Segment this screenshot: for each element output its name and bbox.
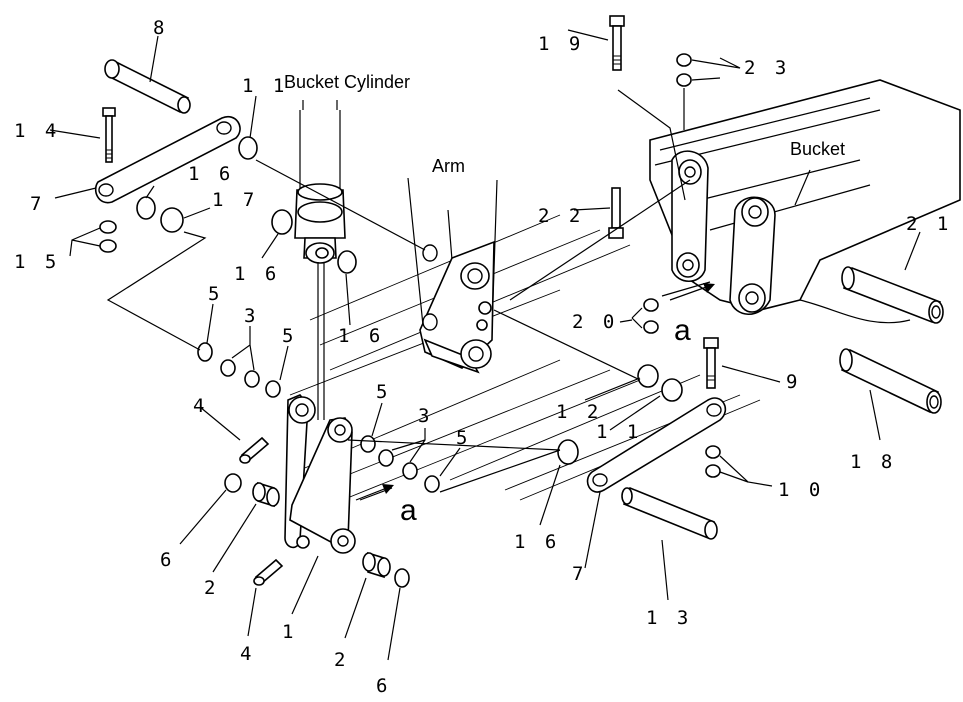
seals-and-bushings <box>197 342 440 493</box>
callout-9: 9 <box>786 371 801 393</box>
ref-marker-a-left: a <box>400 494 417 527</box>
leader-lines <box>49 29 921 661</box>
bushings-lower <box>224 473 410 588</box>
pin-8 <box>104 59 191 114</box>
arm <box>407 177 498 374</box>
callout-18: 1 8 <box>850 451 896 473</box>
grease-fittings <box>239 436 284 586</box>
nuts-15 <box>99 220 117 253</box>
washers-left <box>136 136 357 274</box>
pin-13 <box>621 486 718 540</box>
callout-13: 1 3 <box>646 607 692 629</box>
callout-5-a: 5 <box>208 283 223 305</box>
ref-marker-a-right: a <box>674 314 691 347</box>
callout-23: 2 3 <box>744 57 790 79</box>
callout-22: 2 2 <box>538 205 584 227</box>
bucket-cylinder <box>294 100 346 420</box>
callout-10: 1 0 <box>778 479 824 501</box>
callout-2-b: 2 <box>334 649 349 671</box>
callout-16-d: 1 6 <box>514 531 560 553</box>
label-bucket-cylinder: Bucket Cylinder <box>284 72 410 92</box>
callout-6-a: 6 <box>160 549 175 571</box>
link-upper-left <box>94 115 241 204</box>
callout-3-b: 3 <box>418 405 433 427</box>
callout-7-lower: 7 <box>572 563 587 585</box>
reference-arrows <box>355 283 715 501</box>
nuts-10 <box>705 445 721 478</box>
bolt-19 <box>609 15 625 71</box>
callout-3-a: 3 <box>244 305 259 327</box>
callout-5-b: 5 <box>282 325 297 347</box>
callout-16-b: 1 6 <box>234 263 280 285</box>
callout-7-upper: 7 <box>30 193 45 215</box>
washers-right <box>557 364 683 465</box>
nuts-20 <box>643 298 659 334</box>
pin-18 <box>839 348 942 414</box>
callout-4-a: 4 <box>193 395 208 417</box>
callout-5-c: 5 <box>376 381 391 403</box>
callout-11-a: 1 1 <box>242 75 288 97</box>
pin-21 <box>841 266 944 324</box>
label-arm: Arm <box>432 156 465 176</box>
callout-4-b: 4 <box>240 643 255 665</box>
callout-19: 1 9 <box>538 33 584 55</box>
link-lower-right <box>586 397 726 493</box>
link-1 <box>284 394 356 554</box>
bolt-14 <box>102 107 116 163</box>
bolt-9 <box>703 337 719 389</box>
bolt-22 <box>608 187 624 239</box>
callout-17: 1 7 <box>212 189 258 211</box>
callout-12: 1 2 <box>556 401 602 423</box>
callout-2-a: 2 <box>204 577 219 599</box>
callout-16-a: 1 6 <box>188 163 234 185</box>
callout-15: 1 5 <box>14 251 60 273</box>
callout-14: 1 4 <box>14 120 60 142</box>
callout-21: 2 1 <box>906 213 952 235</box>
callout-5-d: 5 <box>456 427 471 449</box>
callout-numbers: 8 1 4 7 1 5 1 6 1 7 1 1 1 6 1 6 5 3 5 4 … <box>14 17 952 697</box>
callout-6-b: 6 <box>376 675 391 697</box>
callout-11-b: 1 1 <box>596 421 642 443</box>
callout-20: 2 0 <box>572 311 618 333</box>
callout-8: 8 <box>153 17 168 39</box>
callout-1: 1 <box>282 621 297 643</box>
callout-16-c: 1 6 <box>338 325 384 347</box>
label-bucket: Bucket <box>790 139 845 159</box>
nuts-23 <box>676 53 692 87</box>
